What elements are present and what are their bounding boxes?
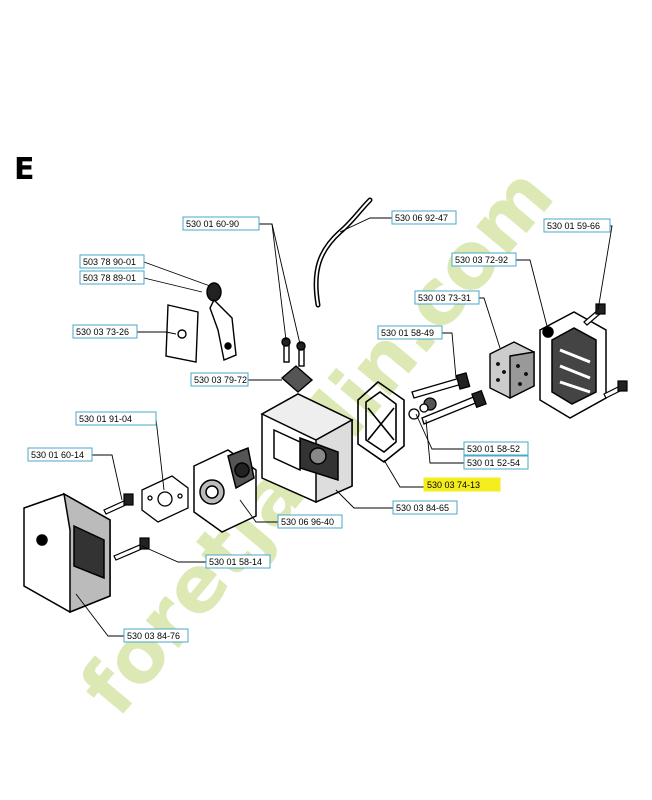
part-label-box (423, 477, 501, 492)
part-label: 530 01 91-04 (75, 411, 157, 426)
manifold-screws (103, 493, 150, 561)
part-number: 530 03 74-13 (427, 480, 480, 490)
section-letter: E (14, 152, 35, 187)
part-number: 530 06 96-40 (281, 517, 334, 527)
part-number: 530 01 58-14 (209, 557, 262, 567)
part-number: 530 01 58-52 (467, 444, 520, 454)
part-number: 530 01 60-90 (186, 219, 239, 229)
part-label: 530 01 52-54 (463, 455, 529, 470)
long-screws (408, 372, 487, 425)
carburetor-gasket (141, 475, 189, 523)
filter-housing (260, 393, 354, 504)
part-label: 530 01 60-90 (182, 216, 260, 231)
part-number: 530 01 59-66 (547, 221, 600, 231)
part-label: 530 03 74-13 (423, 477, 501, 492)
filter-cover (539, 311, 607, 419)
part-label: 530 01 58-52 (463, 441, 529, 456)
part-label-box (451, 252, 517, 267)
part-number: 530 01 52-54 (467, 458, 520, 468)
part-label-box (392, 500, 458, 515)
part-label: 530 03 73-26 (72, 324, 138, 339)
part-label: 530 01 58-49 (377, 325, 443, 340)
part-label-box (277, 514, 343, 529)
choke-plate (165, 304, 199, 363)
part-label-box (205, 554, 271, 569)
part-label: 530 01 59-66 (543, 218, 611, 233)
part-number: 530 03 73-31 (418, 293, 471, 303)
part-number: 530 01 58-49 (381, 328, 434, 338)
part-label: 530 06 92-47 (391, 210, 457, 225)
part-label: 530 03 72-92 (451, 252, 517, 267)
part-number: 530 03 72-92 (455, 255, 508, 265)
part-label: 530 01 60-14 (27, 447, 93, 462)
part-label: 503 78 90-01 (79, 254, 145, 269)
part-label: 530 03 73-31 (414, 290, 480, 305)
part-label-box (72, 324, 138, 339)
foam-filter (489, 341, 535, 400)
part-number: 530 01 60-14 (31, 450, 84, 460)
part-label: 503 78 89-01 (79, 270, 145, 285)
part-number: 503 78 90-01 (83, 257, 136, 267)
part-label-box (391, 210, 457, 225)
part-label-box (27, 447, 93, 462)
part-label-box (123, 628, 189, 643)
part-label-box (414, 290, 480, 305)
bracket (280, 337, 314, 393)
part-label: 530 03 84-65 (392, 500, 458, 515)
part-number: 530 06 92-47 (395, 213, 448, 223)
carburetor (193, 446, 257, 533)
part-number: 530 03 73-26 (76, 327, 129, 337)
part-number: 530 03 84-76 (127, 631, 180, 641)
part-number: 530 01 91-04 (79, 414, 132, 424)
part-label: 530 06 96-40 (277, 514, 343, 529)
part-label-box (75, 411, 157, 426)
part-label-box (79, 254, 145, 269)
part-number: 530 03 84-65 (396, 503, 449, 513)
part-number: 530 03 79-72 (194, 375, 247, 385)
choke-lever (206, 282, 237, 361)
part-label: 530 01 58-14 (205, 554, 271, 569)
part-label: 530 03 84-76 (123, 628, 189, 643)
intake-manifold (23, 492, 111, 614)
part-label-box (463, 441, 529, 456)
part-labels: 530 01 60-90 530 06 92-47 530 01 59-66 530 … (27, 210, 611, 643)
part-label-box (190, 372, 249, 387)
part-label-box (543, 218, 611, 233)
gasket (357, 380, 405, 463)
cover-screws (583, 303, 628, 399)
part-number: 503 78 89-01 (83, 273, 136, 283)
part-label: 530 03 79-72 (190, 372, 249, 387)
part-label-box (377, 325, 443, 340)
part-label-box (182, 216, 260, 231)
part-label-box (463, 455, 529, 470)
part-label-box (79, 270, 145, 285)
